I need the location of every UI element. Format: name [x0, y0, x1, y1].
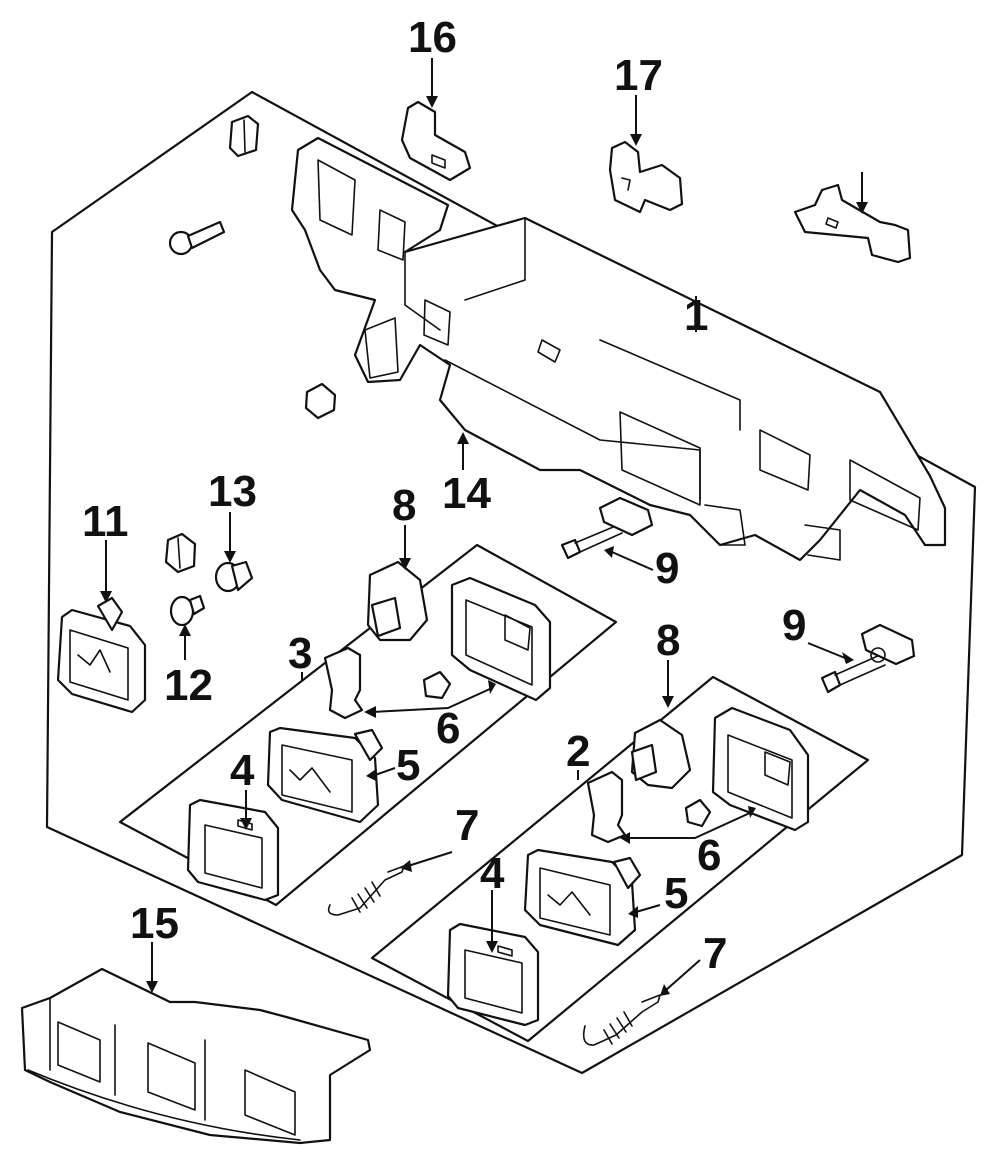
part-5-headlamp-right [523, 848, 642, 947]
callout-11: 12 [164, 661, 213, 710]
assembly-outline [45, 90, 977, 1075]
callout-13: 14 [442, 469, 491, 518]
part-11-bulb [169, 594, 206, 627]
part-8-socket-left [366, 560, 429, 642]
part-5-headlamp-left [266, 726, 384, 824]
callout-6-left: 6 [436, 704, 460, 753]
part-15-bracket [400, 100, 472, 182]
callout-5-left: 5 [396, 741, 420, 790]
callout-14: 15 [130, 899, 179, 948]
callout-8-right: 8 [656, 616, 680, 665]
part-9-bolt-lower [820, 623, 916, 694]
part-17-bracket [793, 183, 912, 264]
part-14-bezel [20, 967, 372, 1145]
part-7-spring-right [582, 994, 661, 1046]
grommet-left [164, 532, 197, 574]
callout-6-right: 6 [697, 831, 721, 880]
callout-5-right: 5 [664, 869, 688, 918]
part-9-bolt-upper [560, 496, 654, 560]
clip-top-left [228, 114, 260, 158]
part-4-retainer-right [446, 922, 540, 1027]
callout-9-lower: 9 [782, 601, 806, 650]
leader-lines [100, 58, 868, 996]
part-6-bracket-right [586, 770, 712, 844]
headlamp-frame-right [711, 706, 810, 832]
callout-9-upper: 9 [655, 544, 679, 593]
part-16-bracket [608, 140, 684, 214]
callout-10: 11 [82, 497, 129, 546]
headlamp-frame-left [450, 576, 552, 702]
callout-15: 16 [408, 13, 457, 62]
callout-1: 1 [684, 291, 708, 340]
callout-7-left: 7 [455, 801, 479, 850]
callout-16: 17 [614, 51, 663, 100]
clip-middle [304, 382, 337, 420]
part-13-mounting-panel [290, 136, 947, 562]
part-4-retainer-left [186, 798, 280, 902]
callout-8-left: 8 [392, 481, 416, 530]
callout-4-left: 4 [230, 746, 255, 795]
callout-3: 3 [288, 629, 312, 678]
callout-7-right: 7 [703, 929, 727, 978]
callout-12: 13 [208, 467, 257, 516]
screw-top-left [168, 220, 226, 256]
callout-labels: 16 17 1 14 11 13 12 8 3 6 4 5 7 9 9 8 2 … [82, 13, 806, 978]
part-7-spring-left [327, 865, 405, 916]
callout-4-right: 4 [480, 849, 505, 898]
part-12-socket [214, 560, 254, 593]
part-8-socket-right [630, 718, 692, 790]
callout-2: 2 [566, 727, 590, 776]
part-6-bracket-left [323, 646, 452, 720]
part-10-marker-lamp [56, 596, 147, 714]
